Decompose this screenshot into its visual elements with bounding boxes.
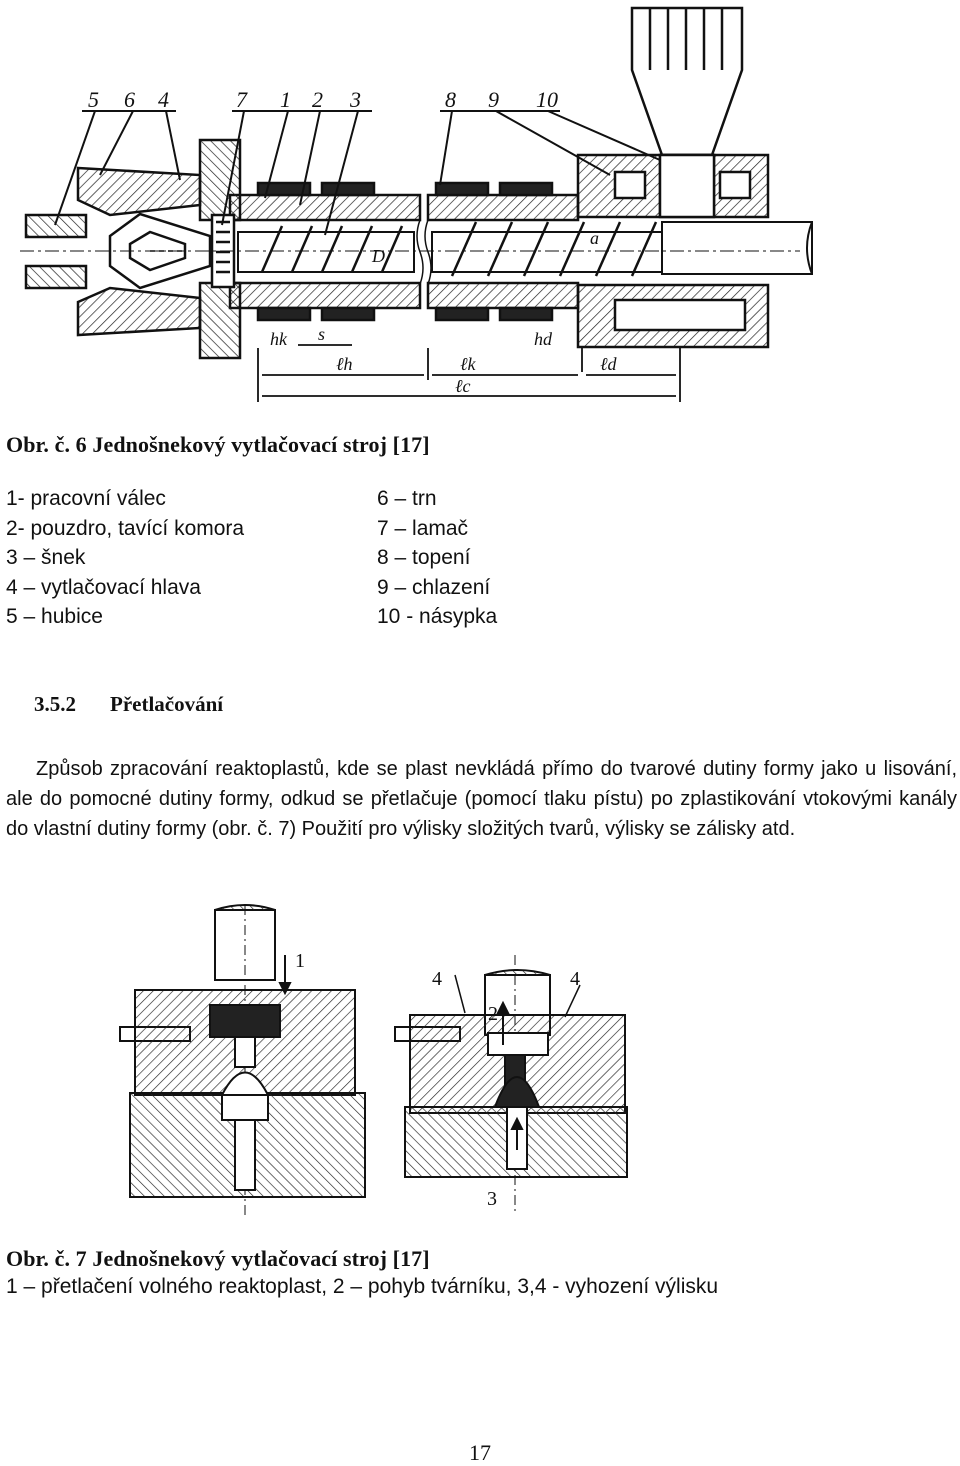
- dim-lh: ℓh: [336, 354, 353, 374]
- label-4-left: 4: [432, 968, 442, 990]
- barrel: [228, 181, 580, 322]
- legend-item: 1- pracovní válec: [6, 487, 166, 510]
- body-paragraph: Způsob zpracování reaktoplastů, kde se p…: [6, 754, 957, 844]
- callout-1: 1: [280, 87, 291, 112]
- legend-item: 9 – chlazení: [377, 575, 491, 599]
- callout-3: 3: [349, 87, 361, 112]
- legend-item: 5 – hubice: [6, 605, 103, 628]
- legend-left-column: 1- pracovní válec 2- pouzdro, tavící kom…: [6, 484, 244, 632]
- figure-7-caption-text: 1 – přetlačení volného reaktoplast, 2 – …: [6, 1275, 719, 1298]
- dimension-lines: [257, 344, 681, 402]
- section-heading: 3.5.2 Přetlačování: [34, 692, 223, 717]
- label-3: 3: [487, 1188, 497, 1210]
- dim-hd: hd: [534, 329, 553, 349]
- figure-7-caption-title: Obr. č. 7 Jednošnekový vytlačovací stroj…: [6, 1246, 430, 1271]
- legend-item: 2- pouzdro, tavící komora: [6, 516, 245, 540]
- dim-s: s: [318, 324, 325, 344]
- extrusion-head: [24, 138, 242, 360]
- dim-hk: hk: [270, 329, 288, 349]
- label-4-right: 4: [570, 968, 580, 990]
- section-number: 3.5.2: [34, 692, 76, 716]
- dim-D: D: [371, 246, 385, 266]
- callout-9: 9: [488, 87, 499, 112]
- callout-6: 6: [124, 87, 135, 112]
- dim-a: a: [590, 228, 599, 248]
- figure7-labels: 1 4 4 2 3: [295, 950, 580, 1210]
- callout-labels: 5 6 4 7 1 2 3 8 9 10: [88, 87, 558, 112]
- figure-6-caption: Obr. č. 6 Jednošnekový vytlačovací stroj…: [6, 432, 430, 457]
- callout-4: 4: [158, 87, 169, 112]
- figure-transfer-molding: 1 4 4 2 3: [110, 895, 630, 1220]
- callout-2: 2: [312, 87, 323, 112]
- label-1: 1: [295, 950, 305, 972]
- paragraph-text: Způsob zpracování reaktoplastů, kde se p…: [6, 758, 957, 840]
- legend-right-column: 6 – trn 7 – lamač 8 – topení 9 – chlazen…: [377, 484, 497, 632]
- label-2: 2: [488, 1003, 498, 1025]
- callout-10: 10: [536, 87, 558, 112]
- mold-left: [119, 904, 366, 1215]
- transfer-molding-diagram: 1 4 4 2 3: [119, 904, 628, 1215]
- legend-item: 4 – vytlačovací hlava: [6, 575, 201, 599]
- section-title: Přetlačování: [110, 692, 224, 716]
- callout-7: 7: [236, 87, 248, 112]
- extruder-diagram: 5 6 4 7 1 2 3 8 9 10 hk: [20, 6, 813, 402]
- mold-right: [394, 955, 628, 1215]
- dim-lc: ℓc: [455, 376, 471, 396]
- screw: [237, 219, 813, 285]
- callout-5: 5: [88, 87, 99, 112]
- legend-item: 8 – topení: [377, 546, 471, 569]
- legend-item: 6 – trn: [377, 487, 437, 510]
- legend-item: 7 – lamač: [377, 516, 469, 540]
- legend-item: 3 – šnek: [6, 546, 86, 569]
- page-number: 17: [469, 1440, 491, 1465]
- dim-lk: ℓk: [460, 354, 476, 374]
- callout-8: 8: [445, 87, 456, 112]
- feed-housing: [576, 153, 770, 349]
- legend-item: 10 - násypka: [377, 605, 498, 628]
- dimension-labels: hk s ℓh ℓk hd ℓd ℓc D a: [270, 228, 617, 396]
- figure-extruder-drawing: 5 6 4 7 1 2 3 8 9 10 hk: [0, 0, 960, 410]
- leader-lines: [54, 110, 661, 236]
- dim-ld: ℓd: [600, 354, 617, 374]
